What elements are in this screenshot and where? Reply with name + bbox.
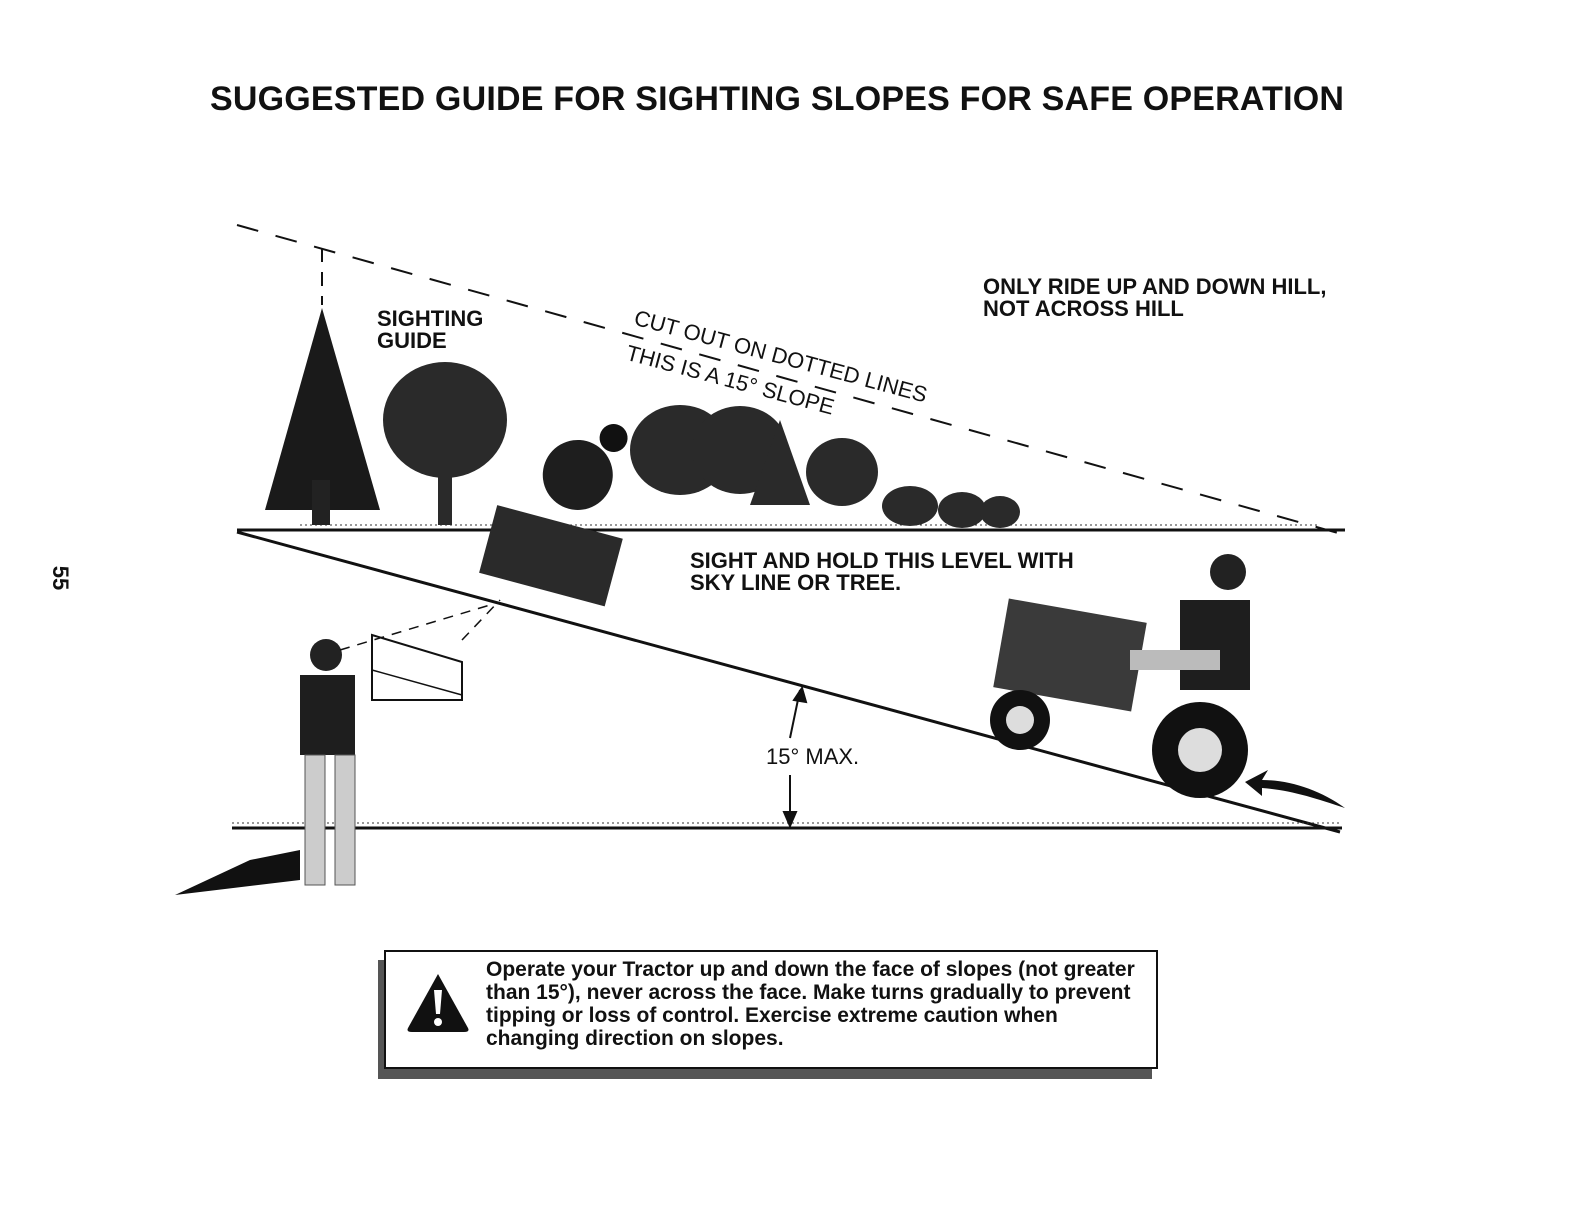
evergreen-tree-icon [265,308,380,525]
warning-triangle-icon [407,974,469,1032]
sight-line [461,599,501,641]
riding-tractor-icon [990,554,1250,798]
grass-texture [232,524,1342,824]
sighting-card-icon [371,633,463,701]
person-sighting-icon [175,639,356,895]
ride-instruction: ONLY RIDE UP AND DOWN HILL, NOT ACROSS H… [983,274,1327,321]
sight-line-2 [339,604,491,651]
angle-arrow-icon [782,685,808,829]
warning-text: Operate your Tractor up and down the fac… [486,958,1135,1050]
uphill-arrow-icon [1245,770,1345,808]
sight-hold-instruction: SIGHT AND HOLD THIS LEVEL WITH SKY LINE … [690,548,1074,595]
tractor-on-slope-icon [479,423,628,607]
slope-line [236,530,1341,834]
round-tree-icon [383,362,1020,528]
sighting-dotted-line [236,224,1346,536]
warning-box: Operate your Tractor up and down the fac… [384,950,1158,1069]
sighting-guide-label: SIGHTING GUIDE [377,306,484,353]
page-title: SUGGESTED GUIDE FOR SIGHTING SLOPES FOR … [210,80,1345,118]
max-angle-label: 15° MAX. [766,744,860,769]
